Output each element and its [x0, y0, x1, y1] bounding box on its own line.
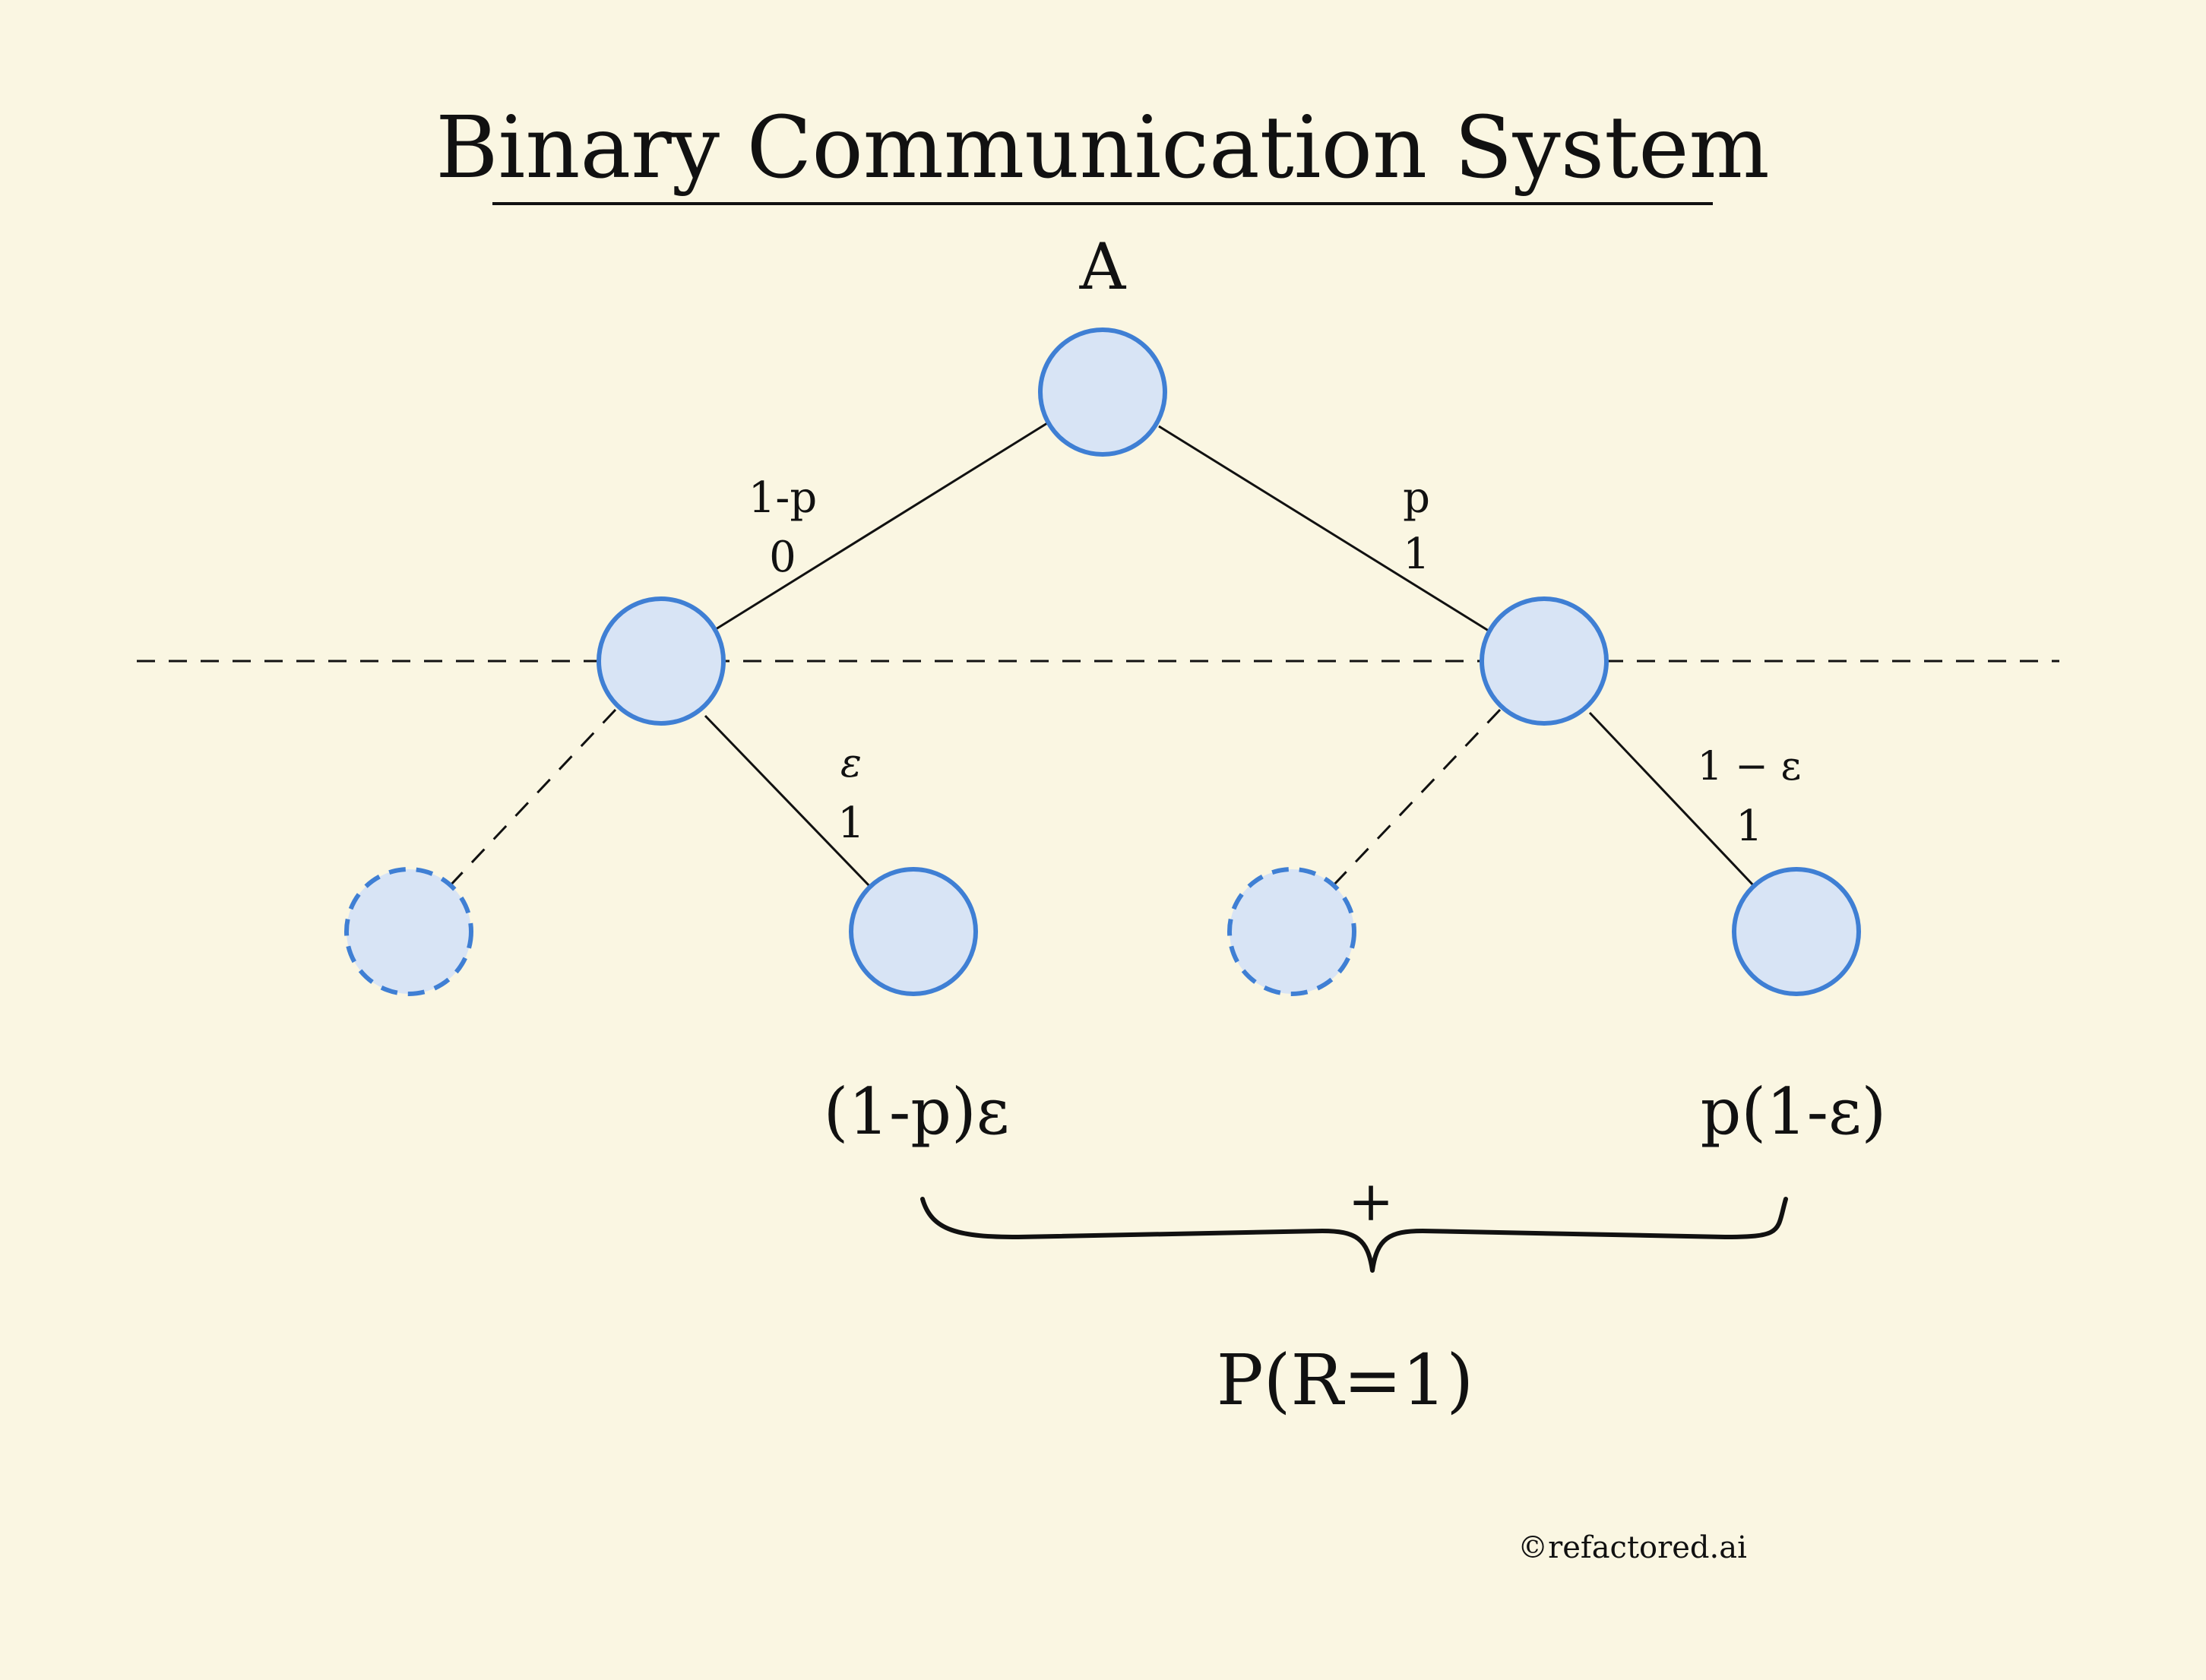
edge-label-bit-top-left: 0	[769, 533, 796, 582]
edge-label-prob-top-left: 1-p	[749, 473, 817, 523]
edge-label-prob-right-child: 1 − ε	[1698, 744, 1802, 789]
result-left: (1-p)ε	[824, 1074, 1010, 1149]
edge-label-bit-right-child: 1	[1736, 802, 1763, 851]
edge-left-dashed	[447, 708, 617, 889]
curly-brace	[920, 1197, 1788, 1273]
edge-label-prob-left-child: ε	[840, 741, 862, 786]
edge-right-dashed	[1330, 708, 1502, 889]
edge-root-left	[715, 422, 1048, 631]
edge-root-right	[1158, 425, 1492, 634]
edge-label-bit-left-child: 1	[837, 799, 865, 848]
left-left-node-dashed	[344, 867, 473, 996]
root-label: A	[1079, 229, 1127, 304]
total-probability: P(R=1)	[1217, 1340, 1474, 1421]
left-right-node	[849, 867, 978, 996]
edge-label-bit-top-right: 1	[1403, 530, 1430, 579]
watermark: ©refactored.ai	[1518, 1530, 1747, 1565]
page-title: Binary Communication System	[435, 99, 1770, 198]
root-node	[1038, 327, 1167, 457]
right-right-node	[1732, 867, 1861, 996]
right-left-node-dashed	[1227, 867, 1356, 996]
right-node	[1480, 596, 1609, 726]
left-node	[597, 596, 726, 726]
plus-operator: +	[1348, 1169, 1394, 1233]
edge-label-prob-top-right: p	[1403, 473, 1430, 523]
edge-right-solid	[1588, 711, 1757, 889]
result-right: p(1-ε)	[1701, 1074, 1887, 1149]
edge-left-solid	[704, 714, 874, 891]
